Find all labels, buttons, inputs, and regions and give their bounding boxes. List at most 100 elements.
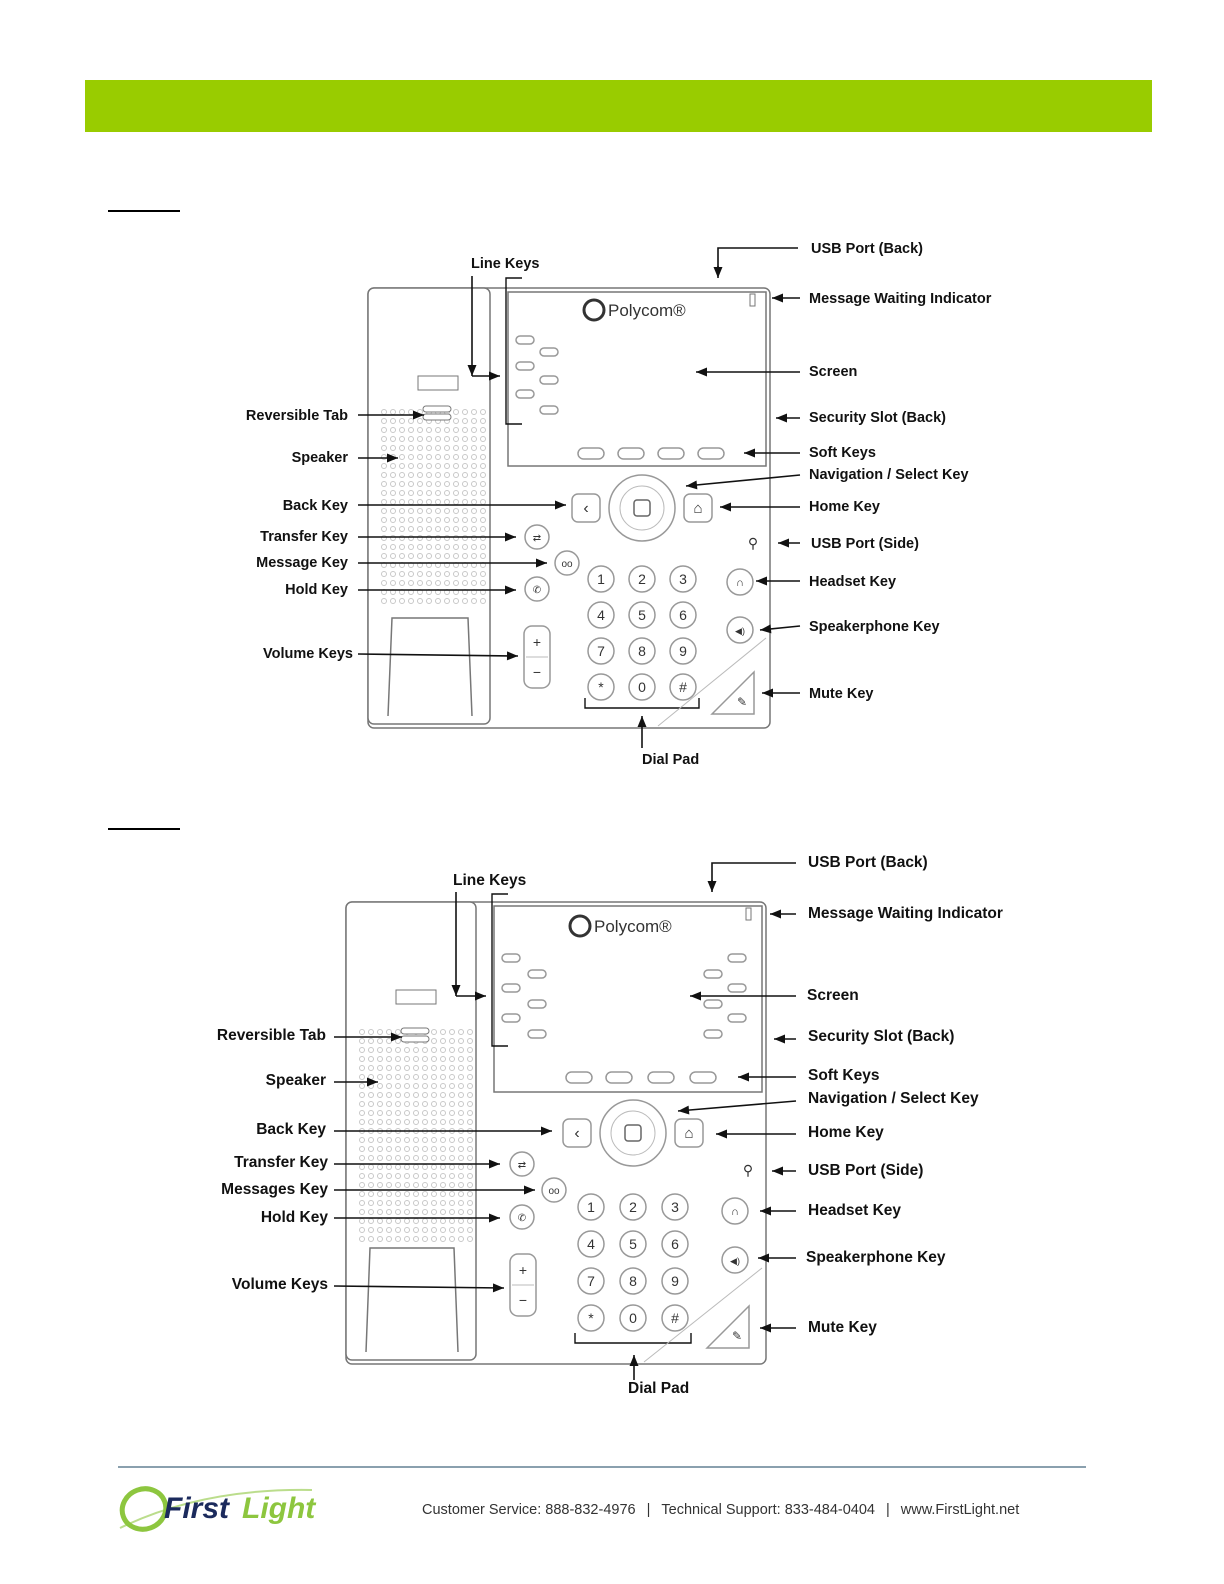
- speaker-grille-hole: [444, 598, 450, 604]
- arrow-head: [690, 991, 701, 1001]
- speaker-grille-hole: [377, 1155, 383, 1161]
- dial-pad-digit: 4: [587, 1236, 595, 1252]
- headset-key: [726, 568, 754, 596]
- speaker-grille-hole: [368, 1173, 374, 1179]
- speaker-grille-hole: [458, 1200, 464, 1206]
- speaker-grille-hole: [395, 1047, 401, 1053]
- label-hold-key: Hold Key: [285, 582, 348, 598]
- home-key: [683, 493, 713, 523]
- speaker-grille-hole: [386, 1227, 392, 1233]
- speaker-grille-hole: [386, 1146, 392, 1152]
- dial-pad-digit: 5: [629, 1236, 637, 1252]
- speaker-grille-hole: [381, 490, 387, 496]
- speaker-grille-hole: [404, 1110, 410, 1116]
- label-message-waiting-indicator: Message Waiting Indicator: [808, 905, 1003, 922]
- speaker-grille-hole: [386, 1137, 392, 1143]
- headset-key: [721, 1197, 749, 1225]
- speaker-grille-hole: [399, 481, 405, 487]
- label-reversible-tab: Reversible Tab: [216, 1027, 326, 1044]
- line-key: [727, 953, 747, 963]
- dial-pad-digit: 7: [587, 1273, 595, 1289]
- speaker-grille-hole: [377, 1074, 383, 1080]
- speaker-grille-hole: [377, 1065, 383, 1071]
- speaker-grille-hole: [390, 517, 396, 523]
- speaker-grille-hole: [426, 535, 432, 541]
- speaker-grille-hole: [417, 598, 423, 604]
- speaker-grille-hole: [417, 535, 423, 541]
- speaker-grille-hole: [404, 1209, 410, 1215]
- speaker-grille-hole: [462, 472, 468, 478]
- message-icon: oo: [561, 559, 573, 570]
- usb-side-icon: ⚲: [743, 1162, 753, 1178]
- speaker-grille-hole: [417, 544, 423, 550]
- speaker-grille-hole: [395, 1200, 401, 1206]
- home-key: [674, 1118, 704, 1148]
- dial-pad-digit: 9: [671, 1273, 679, 1289]
- speaker-grille-hole: [480, 418, 486, 424]
- label-soft-keys: Soft Keys: [809, 445, 876, 461]
- speaker-grille-hole: [471, 598, 477, 604]
- handset-rest: [365, 1247, 459, 1353]
- speaker-grille-hole: [386, 1200, 392, 1206]
- speaker-grille-hole: [444, 526, 450, 532]
- back-key: [562, 1118, 592, 1148]
- speaker-grille-hole: [426, 553, 432, 559]
- back-key: [571, 493, 601, 523]
- speaker-grille-hole: [471, 535, 477, 541]
- speaker-grille-hole: [453, 517, 459, 523]
- speaker-grille-hole: [417, 418, 423, 424]
- message-waiting-indicator: [745, 907, 752, 921]
- arrow-head: [716, 1129, 727, 1139]
- speaker-grille-hole: [440, 1047, 446, 1053]
- speaker-grille-hole: [471, 463, 477, 469]
- speaker-grille-hole: [381, 418, 387, 424]
- speaker-grille-hole: [381, 517, 387, 523]
- label-navigation-select-key: Navigation / Select Key: [809, 467, 969, 483]
- speaker-grille-hole: [467, 1029, 473, 1035]
- speaker-grille-hole: [471, 526, 477, 532]
- speaker-grille-hole: [390, 571, 396, 577]
- speaker-grille-hole: [458, 1047, 464, 1053]
- speaker-grille-hole: [390, 535, 396, 541]
- soft-key: [697, 447, 725, 460]
- speaker-grille-hole: [422, 1173, 428, 1179]
- customer-service: Customer Service: 888-832-4976: [422, 1502, 636, 1518]
- speaker-grille-hole: [467, 1182, 473, 1188]
- arrow-head: [774, 1034, 785, 1044]
- speaker-grille-hole: [390, 598, 396, 604]
- line-key: [727, 1013, 747, 1023]
- speaker-grille-hole: [453, 454, 459, 460]
- speaker-grille-hole: [431, 1173, 437, 1179]
- line-key: [703, 999, 723, 1009]
- label-security-slot: Security Slot (Back): [808, 1028, 955, 1045]
- speaker-grille-hole: [377, 1236, 383, 1242]
- speaker-grille-hole: [422, 1110, 428, 1116]
- speaker-grille-hole: [462, 598, 468, 604]
- speaker-grille-hole: [413, 1047, 419, 1053]
- speaker-grille-hole: [435, 472, 441, 478]
- speaker-grille-hole: [449, 1047, 455, 1053]
- speaker-grille-hole: [399, 598, 405, 604]
- arrow-head: [772, 293, 783, 303]
- line-key: [539, 405, 559, 415]
- label-volume-keys: Volume Keys: [263, 646, 353, 662]
- mute-icon: ✎: [732, 1329, 742, 1343]
- line-key: [501, 1013, 521, 1023]
- speaker-grille-hole: [462, 535, 468, 541]
- speaker-grille-hole: [368, 1092, 374, 1098]
- speaker-grille-hole: [395, 1137, 401, 1143]
- dial-pad-key: [661, 1193, 689, 1221]
- label-dial-pad: Dial Pad: [642, 752, 700, 768]
- website-link[interactable]: www.FirstLight.net: [900, 1502, 1020, 1518]
- speaker-grille-hole: [444, 517, 450, 523]
- speaker-grille-hole: [422, 1074, 428, 1080]
- label-back-key: Back Key: [256, 1121, 326, 1138]
- arrow-head: [678, 1105, 690, 1115]
- dial-pad-key: [669, 601, 697, 629]
- speakerphone-icon: ◀): [735, 626, 745, 636]
- arrow-head: [489, 1213, 500, 1223]
- dial-pad-key: [628, 637, 656, 665]
- speaker-grille-hole: [449, 1236, 455, 1242]
- speaker-grille-hole: [399, 526, 405, 532]
